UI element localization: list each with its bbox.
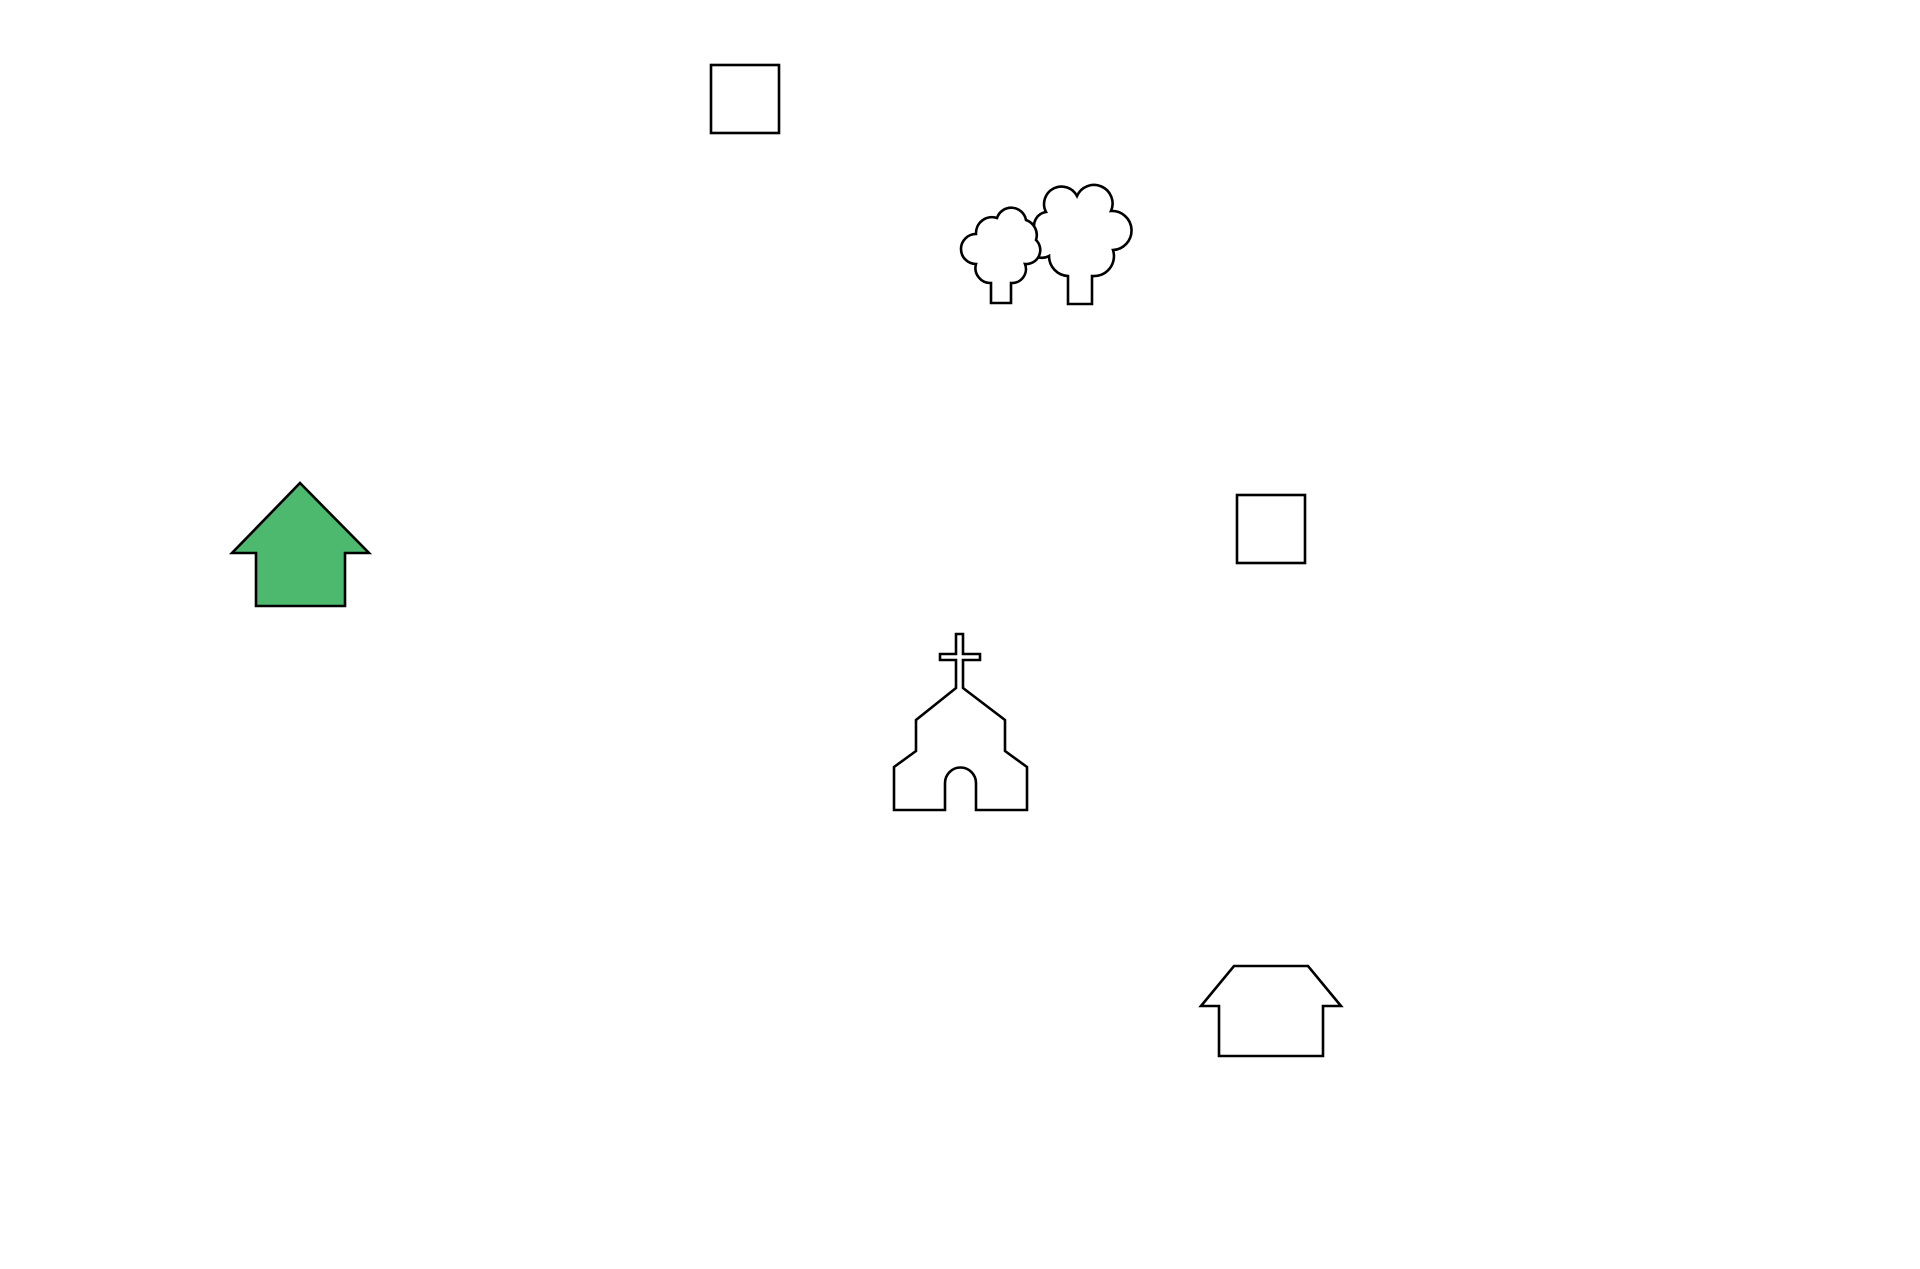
house-arrow-icon (228, 481, 373, 608)
church-icon (892, 632, 1029, 812)
house-icon (1198, 964, 1344, 1058)
square-icon (1235, 493, 1307, 565)
trees-icon (959, 183, 1133, 306)
square-icon (709, 63, 781, 135)
